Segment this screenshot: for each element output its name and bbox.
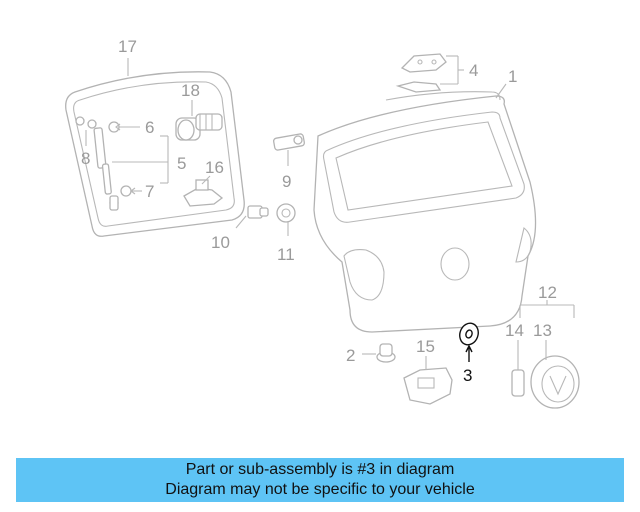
label-12: 12 bbox=[538, 283, 557, 302]
bolt-10: 10 bbox=[211, 205, 269, 252]
banner-line-1: Part or sub-assembly is #3 in diagram bbox=[185, 461, 455, 478]
label-7: 7 bbox=[145, 182, 154, 201]
label-13: 13 bbox=[533, 321, 552, 340]
label-1: 1 bbox=[508, 67, 517, 86]
actuator-15: 15 bbox=[403, 337, 453, 405]
label-14: 14 bbox=[505, 321, 524, 340]
handle-13: 13 bbox=[530, 321, 580, 409]
hinge-set-4: 4 bbox=[395, 53, 478, 93]
label-15: 15 bbox=[416, 337, 435, 356]
label-5: 5 bbox=[177, 154, 186, 173]
bumper-11: 11 bbox=[276, 203, 296, 264]
label-4: 4 bbox=[469, 61, 478, 80]
label-18: 18 bbox=[181, 81, 200, 100]
bracket-16: 16 bbox=[183, 158, 224, 207]
liftgate-1: 1 bbox=[313, 67, 537, 333]
hinge-9: 9 bbox=[273, 133, 305, 191]
emblem-14: 14 bbox=[505, 321, 525, 397]
ball-stud-7: 7 bbox=[120, 182, 154, 201]
label-6: 6 bbox=[145, 118, 154, 137]
part-3-highlighted[interactable]: 3 bbox=[457, 321, 481, 385]
callout-5: 5 bbox=[112, 135, 186, 184]
label-10: 10 bbox=[211, 233, 230, 252]
label-11: 11 bbox=[277, 245, 295, 264]
ball-stud-6: 6 bbox=[108, 118, 154, 137]
clip-8: 8 bbox=[75, 116, 90, 168]
label-17: 17 bbox=[118, 37, 137, 56]
inset-panel-17: 17 bbox=[65, 37, 245, 237]
label-9: 9 bbox=[282, 172, 291, 191]
motor-18: 18 bbox=[175, 81, 223, 141]
label-2: 2 bbox=[346, 346, 355, 365]
plug-2: 2 bbox=[346, 343, 396, 365]
label-8: 8 bbox=[81, 149, 90, 168]
parts-diagram: 17 6 7 8 5 1 bbox=[65, 37, 580, 409]
callout-12: 12 bbox=[519, 283, 575, 318]
label-3: 3 bbox=[463, 366, 472, 385]
gas-strut bbox=[87, 119, 119, 211]
banner-line-2: Diagram may not be specific to your vehi… bbox=[165, 481, 475, 498]
info-banner: Part or sub-assembly is #3 in diagram Di… bbox=[16, 458, 624, 502]
label-16: 16 bbox=[205, 158, 224, 177]
